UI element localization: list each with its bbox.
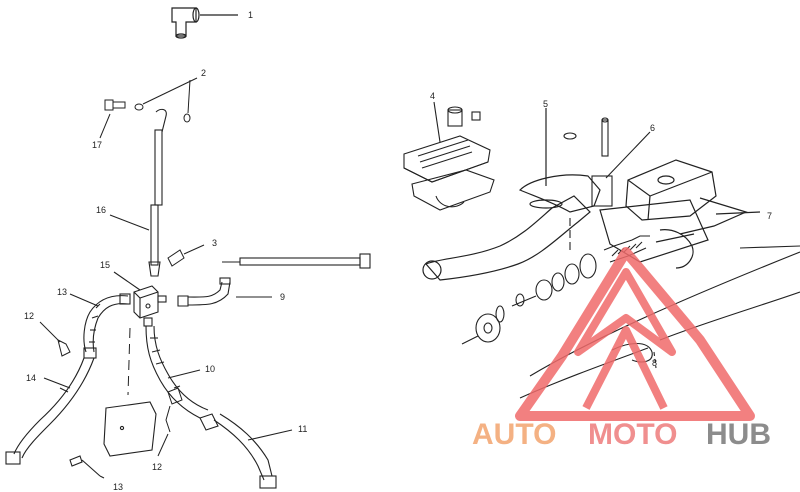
callout-16: 16 (96, 205, 106, 215)
part-5-brake-lever (422, 108, 601, 281)
watermark-triangle-inner (574, 268, 676, 356)
callout-5: 5 (543, 99, 548, 109)
part-2-washers (134, 77, 198, 123)
callout-17: 17 (92, 140, 102, 150)
callout-13-lower: 13 (113, 482, 123, 492)
callout-10-lower: 10 (205, 364, 215, 374)
part-3-fitting (167, 244, 205, 267)
callout-6: 6 (650, 123, 655, 133)
part-13-hose-upper (69, 293, 131, 359)
axis-line (127, 327, 131, 396)
callout-11: 11 (298, 424, 307, 434)
callout-14: 14 (26, 373, 36, 383)
part-9-hose (177, 253, 371, 307)
callout-12-upper: 12 (24, 311, 34, 321)
watermark-logo (515, 247, 755, 421)
part-15-junction-block (113, 271, 167, 327)
part-8-handlebar (519, 245, 800, 399)
watermark-text-moto: MOTO (588, 418, 677, 451)
part-16-brake-line (109, 108, 167, 277)
part-11-hose (199, 413, 293, 489)
part-14-hose-lower (5, 357, 95, 465)
watermark-text-hub: HUB (706, 418, 771, 451)
callout-7: 7 (767, 211, 772, 221)
callout-1: 1 (248, 10, 253, 20)
part-10-hose (145, 325, 209, 419)
callout-8: 8 (652, 358, 657, 368)
part-12-clip-lower (157, 387, 183, 457)
callout-13-upper: 13 (57, 287, 67, 297)
watermark-m-stroke (582, 326, 668, 410)
callout-3: 3 (212, 238, 217, 248)
part-6-pivot-pin (563, 117, 651, 254)
callout-12-lower: 12 (152, 462, 162, 472)
part-17-banjo-bolt (99, 99, 126, 139)
piston-spring-assembly (461, 235, 650, 345)
watermark-triangle-outer (515, 247, 755, 421)
part-7-master-cylinder (599, 159, 761, 269)
part-12-clip-left (39, 321, 71, 357)
part-1-tee-fitting (171, 7, 238, 39)
callout-9: 9 (280, 292, 285, 302)
part-4-reservoir-cover (403, 101, 495, 211)
callout-2: 2 (201, 68, 206, 78)
callout-4: 4 (430, 91, 435, 101)
part-13-gasket (69, 401, 157, 479)
callout-15: 15 (100, 260, 110, 270)
watermark-text-auto: AUTO (472, 418, 556, 451)
